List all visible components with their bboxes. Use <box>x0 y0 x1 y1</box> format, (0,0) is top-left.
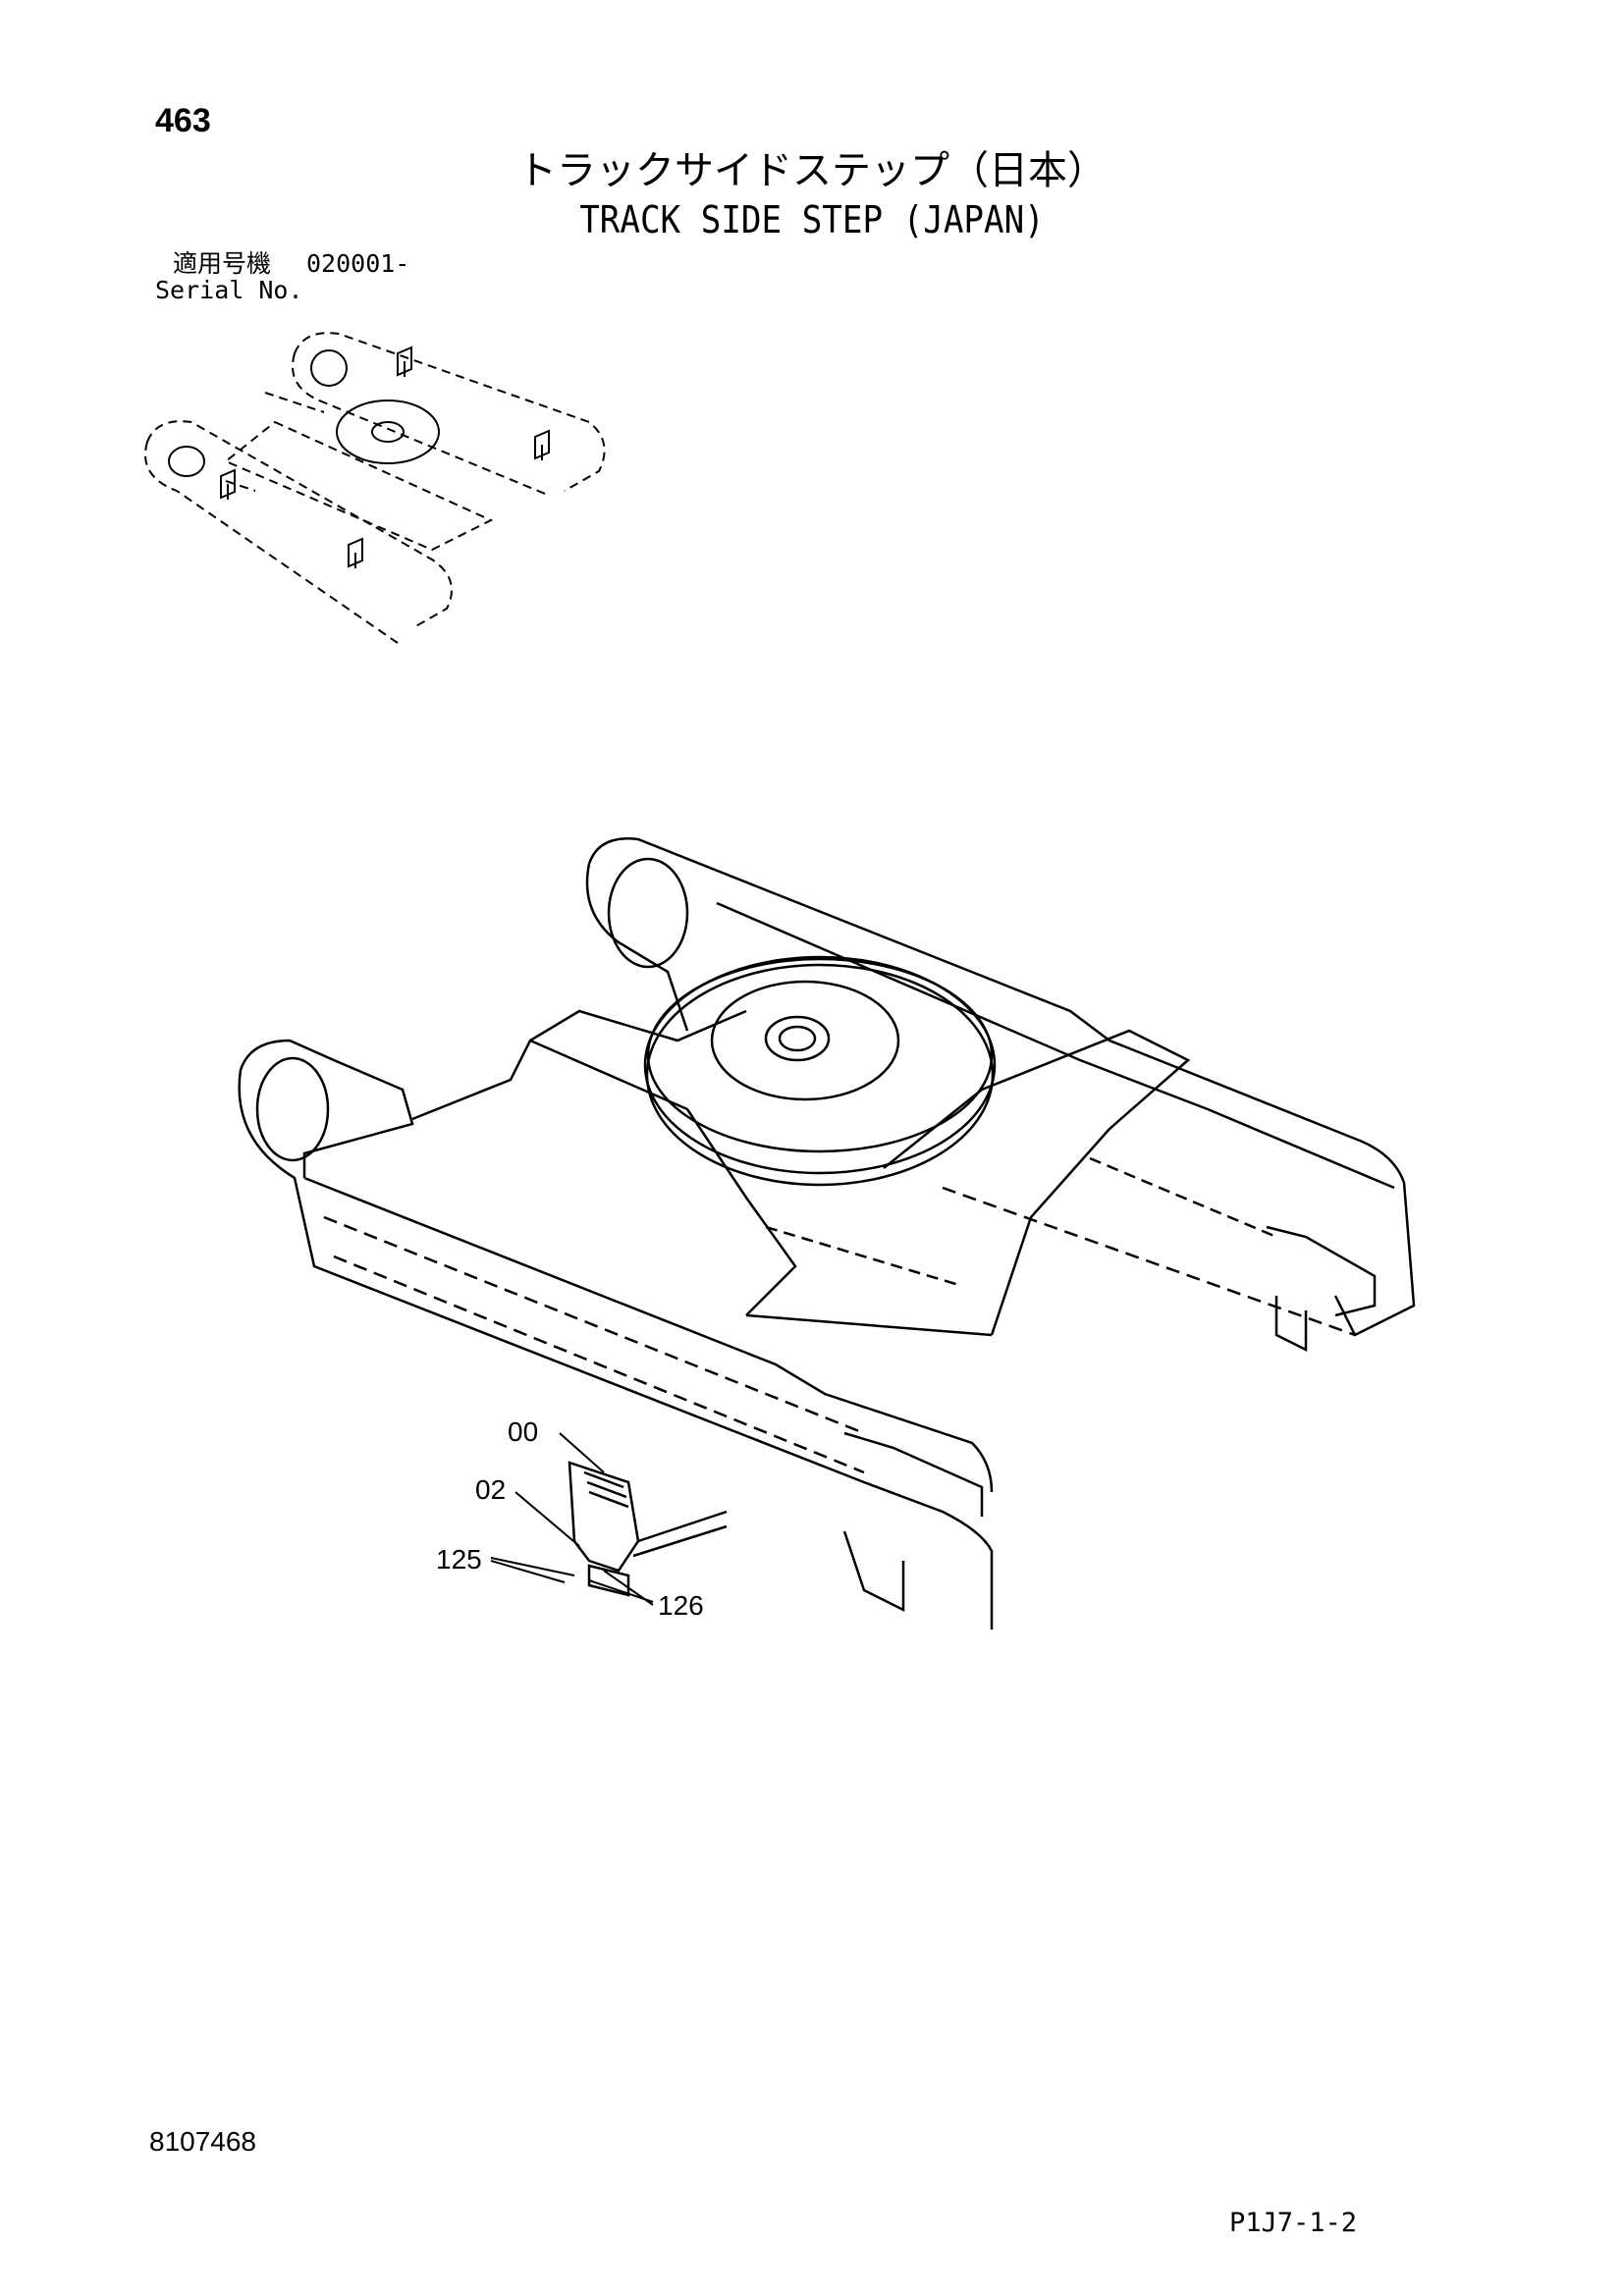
page-number: 463 <box>155 102 211 139</box>
callout-126: 126 <box>658 1590 704 1621</box>
document-number: 8107468 <box>149 2126 257 2157</box>
callout-02: 02 <box>475 1474 507 1505</box>
callout-125: 125 <box>436 1544 482 1575</box>
serial-label-english: Serial No. <box>155 276 303 304</box>
serial-label-japanese: 適用号機 <box>173 249 272 278</box>
page-code: P1J7-1-2 <box>1229 2208 1358 2238</box>
title-english: TRACK SIDE STEP (JAPAN) <box>579 198 1045 241</box>
callout-00: 00 <box>508 1416 539 1447</box>
title-japanese: トラックサイドステップ（日本） <box>517 148 1107 193</box>
serial-value: 020001- <box>306 249 410 278</box>
